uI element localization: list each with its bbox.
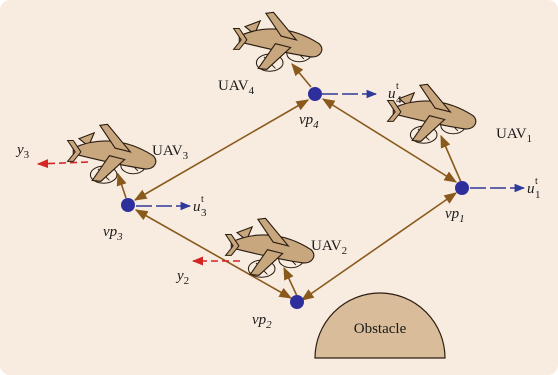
node-vp2 [290, 295, 304, 309]
node-vp4 [308, 87, 322, 101]
obstacle-label: Obstacle [354, 321, 407, 337]
node-vp3 [121, 198, 135, 212]
node-vp1 [455, 181, 469, 195]
